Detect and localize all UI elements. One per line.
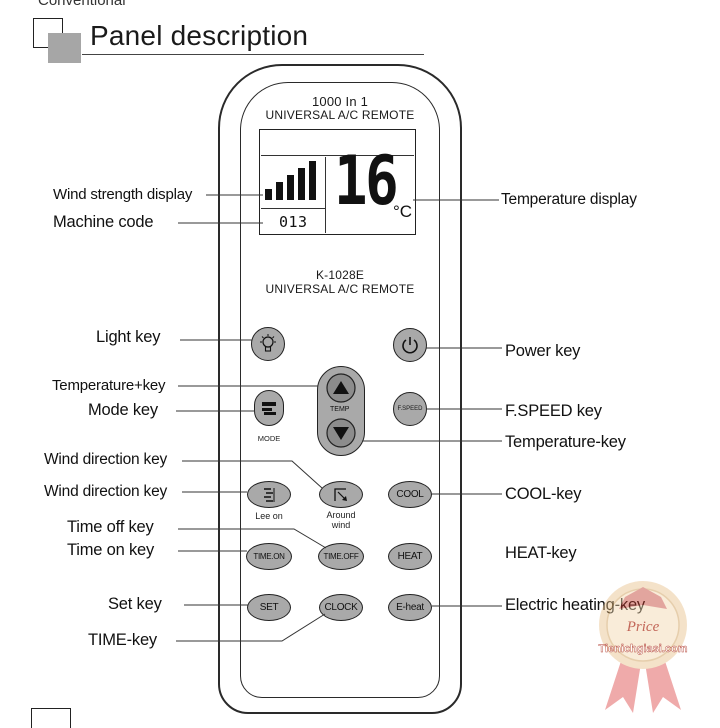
temperature-unit: °C: [393, 202, 413, 221]
clock-button[interactable]: CLOCK: [319, 594, 363, 621]
callout-light-key: Light key: [96, 328, 161, 346]
e-heat-button[interactable]: E-heat: [388, 594, 432, 621]
time-off-button[interactable]: TIME.OFF: [318, 543, 364, 570]
callout-wind-direction-2: Wind direction key: [44, 483, 168, 500]
callout-power-key: Power key: [505, 342, 581, 360]
title-square-fill: [48, 33, 81, 63]
around-wind-button[interactable]: [319, 481, 363, 508]
callout-fspeed-key: F.SPEED key: [505, 402, 602, 420]
around-wind-label-line1: Around: [326, 510, 356, 520]
fspeed-button[interactable]: F.SPEED: [393, 392, 427, 426]
power-button[interactable]: [393, 328, 427, 362]
remote-subtitle-bottom: UNIVERSAL A/C REMOTE: [265, 282, 415, 296]
triangle-down-icon: [326, 418, 356, 448]
wind-bar: [265, 189, 272, 200]
lcd-divider-horizontal: [261, 208, 325, 209]
callout-temperature-display: Temperature display: [501, 191, 637, 208]
wind-bar: [287, 175, 294, 200]
lcd-screen: [259, 129, 416, 235]
callout-time-on: Time on key: [67, 541, 155, 559]
time-on-button[interactable]: TIME.ON: [246, 543, 292, 570]
remote-subtitle-top: UNIVERSAL A/C REMOTE: [265, 108, 415, 122]
mode-button[interactable]: [254, 390, 284, 426]
power-icon: [402, 337, 418, 354]
callout-time-key: TIME-key: [88, 631, 157, 649]
light-bulb-icon: [260, 334, 276, 352]
machine-code-value: 013: [279, 213, 308, 231]
remote-inner-outline: [240, 82, 440, 698]
callout-cool-key: COOL-key: [505, 485, 582, 503]
callout-heat-key: HEAT-key: [505, 544, 577, 562]
around-wind-icon: [334, 487, 347, 501]
around-wind-label: Around wind: [316, 510, 366, 530]
swing-icon: [264, 487, 275, 502]
callout-temp-minus: Temperature-key: [505, 433, 626, 451]
wind-bar: [276, 182, 283, 200]
heat-button[interactable]: HEAT: [388, 543, 432, 570]
set-button[interactable]: SET: [247, 594, 291, 621]
price-badge-watermark: Price Tienichgiasi.com: [598, 581, 688, 713]
callout-set-key: Set key: [108, 595, 162, 613]
callout-time-off: Time off key: [67, 518, 154, 536]
callout-mode-key: Mode key: [88, 401, 158, 419]
cool-button[interactable]: COOL: [388, 481, 432, 508]
callout-wind-strength: Wind strength display: [53, 186, 193, 203]
cut-off-text: Conventional: [38, 0, 126, 9]
next-section-marker: [31, 708, 71, 728]
title-underline: [82, 54, 424, 55]
wind-bar: [298, 168, 305, 200]
around-wind-label-line2: wind: [331, 520, 351, 530]
temperature-up-button[interactable]: [320, 370, 362, 404]
remote-model: K-1028E: [315, 268, 365, 282]
mode-icon: [262, 402, 276, 415]
watermark-word: Price: [626, 619, 660, 635]
lcd-divider-vertical: [325, 157, 326, 233]
temperature-value: 16: [334, 142, 399, 221]
callout-machine-code: Machine code: [53, 213, 154, 231]
mode-label: MODE: [257, 434, 281, 443]
light-button[interactable]: [251, 327, 285, 361]
triangle-up-icon: [326, 373, 356, 403]
temperature-down-button[interactable]: [320, 417, 362, 451]
watermark-site: Tienichgiasi.com: [598, 643, 687, 655]
wind-bar: [309, 161, 316, 200]
temp-center-label: TEMP: [330, 406, 350, 413]
callout-temp-plus: Temperature+key: [52, 377, 166, 394]
callout-wind-direction-1: Wind direction key: [44, 451, 168, 468]
page-title: Panel description: [90, 20, 309, 51]
lee-on-label: Lee on: [255, 511, 283, 521]
callout-electric-heating: Electric heating-key: [505, 596, 645, 614]
lcd-top-strip: [261, 131, 414, 156]
swing-button[interactable]: [247, 481, 291, 508]
remote-brand-line: 1000 In 1: [311, 94, 368, 109]
